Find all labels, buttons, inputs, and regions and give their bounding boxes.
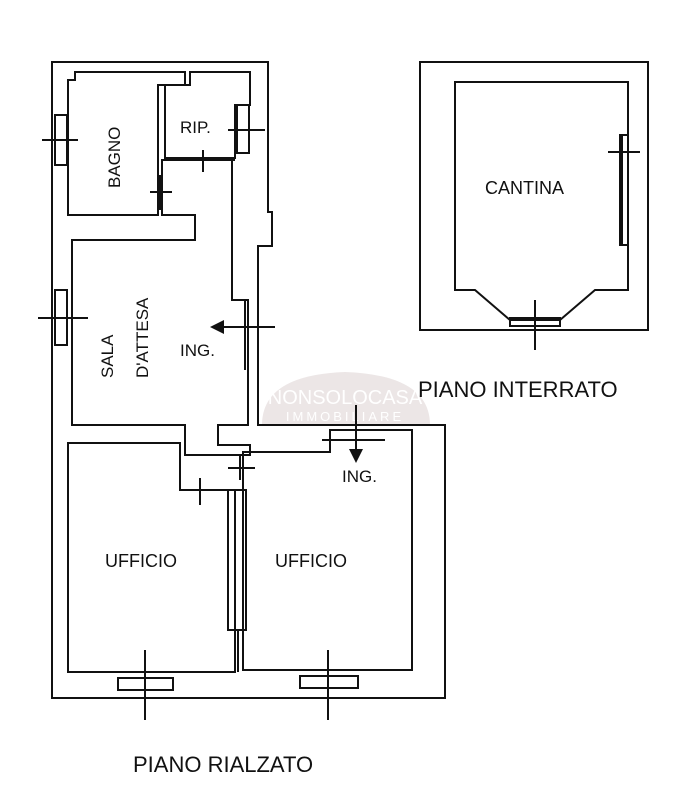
room-label-rip: RIP. (180, 118, 211, 137)
floor-label-ground: PIANO RIALZATO (133, 752, 313, 777)
svg-text:IMMOBILIARE: IMMOBILIARE (286, 409, 404, 424)
room-label-ufficio-right: UFFICIO (275, 551, 347, 571)
room-label-sala-1: SALA (98, 334, 117, 378)
ground-floor-walls (38, 61, 446, 720)
entrance-arrow-down (349, 405, 363, 463)
basement-walls (419, 61, 649, 350)
room-label-cantina: CANTINA (485, 178, 564, 198)
entrance-label-right: ING. (342, 467, 377, 486)
floor-label-basement: PIANO INTERRATO (418, 377, 618, 402)
room-label-bagno: BAGNO (105, 127, 124, 188)
svg-text:NONSOLOCASA: NONSOLOCASA (268, 387, 423, 409)
entrance-label-left: ING. (180, 341, 215, 360)
entrance-arrow-left (210, 320, 275, 334)
watermark-logo: NONSOLOCASA IMMOBILIARE (262, 372, 430, 425)
room-label-sala-2: D'ATTESA (133, 297, 152, 378)
room-label-ufficio-left: UFFICIO (105, 551, 177, 571)
